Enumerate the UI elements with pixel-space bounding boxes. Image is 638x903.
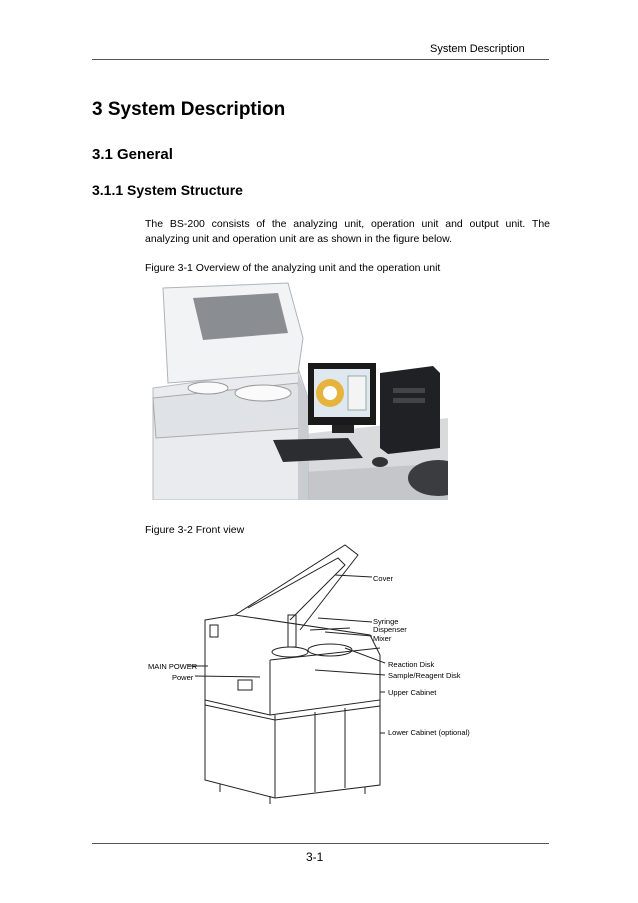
label-syringe: Syringe <box>373 617 399 626</box>
chapter-title: 3 System Description <box>92 99 286 120</box>
header-rule <box>92 59 549 60</box>
figure-1-caption: Figure 3-1 Overview of the analyzing uni… <box>145 262 441 274</box>
section-title: 3.1 General <box>92 146 173 163</box>
label-power: Power <box>172 673 194 682</box>
page-number: 3-1 <box>306 850 324 864</box>
subsection-title: 3.1.1 System Structure <box>92 182 243 198</box>
label-reaction-disk: Reaction Disk <box>388 660 435 669</box>
analyzer-photo <box>148 278 448 500</box>
label-sample-reagent-disk: Sample/Reagent Disk <box>388 671 461 680</box>
label-lower-cabinet: Lower Cabinet (optional) <box>388 728 470 737</box>
label-mixer: Mixer <box>373 634 392 643</box>
front-view-drawing <box>188 544 386 804</box>
label-upper-cabinet: Upper Cabinet <box>388 688 437 697</box>
body-paragraph: The BS-200 consists of the analyzing uni… <box>145 218 550 245</box>
label-dispenser: Dispenser <box>373 625 407 634</box>
footer-rule <box>92 843 549 844</box>
figure-2-caption: Figure 3-2 Front view <box>145 524 245 536</box>
label-cover: Cover <box>373 574 394 583</box>
label-main-power: MAIN POWER <box>148 662 198 671</box>
running-header: System Description <box>430 43 525 55</box>
